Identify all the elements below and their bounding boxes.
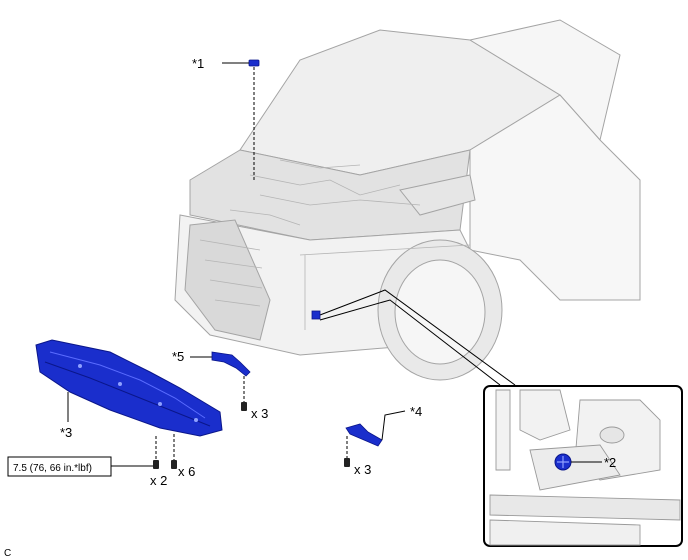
part-5-qty: x 3 [251, 406, 268, 421]
part-4-bracket [344, 410, 406, 467]
part-3-engine-under-cover [35, 339, 223, 469]
torque-spec-text: 7.5 (76, 66 in.*lbf) [13, 463, 92, 474]
engine-details [199, 159, 471, 330]
part-4-qty: x 3 [354, 462, 371, 477]
torque-spec-box [7, 456, 112, 477]
callout-2-label: *2 [604, 455, 616, 470]
figure-code: C [4, 548, 11, 559]
callout-5-label: *5 [172, 349, 184, 364]
part-1-clip [222, 59, 260, 182]
part-5-bracket [190, 351, 251, 411]
detail-inset [483, 385, 683, 547]
callout-4-label: *4 [410, 404, 422, 419]
detail-pointer [311, 289, 516, 386]
vehicle-illustration [174, 19, 641, 381]
callout-3-label: *3 [60, 425, 72, 440]
callout-1-label: *1 [192, 56, 204, 71]
cover-qty-a: x 2 [150, 473, 167, 488]
cover-qty-b: x 6 [178, 464, 195, 479]
